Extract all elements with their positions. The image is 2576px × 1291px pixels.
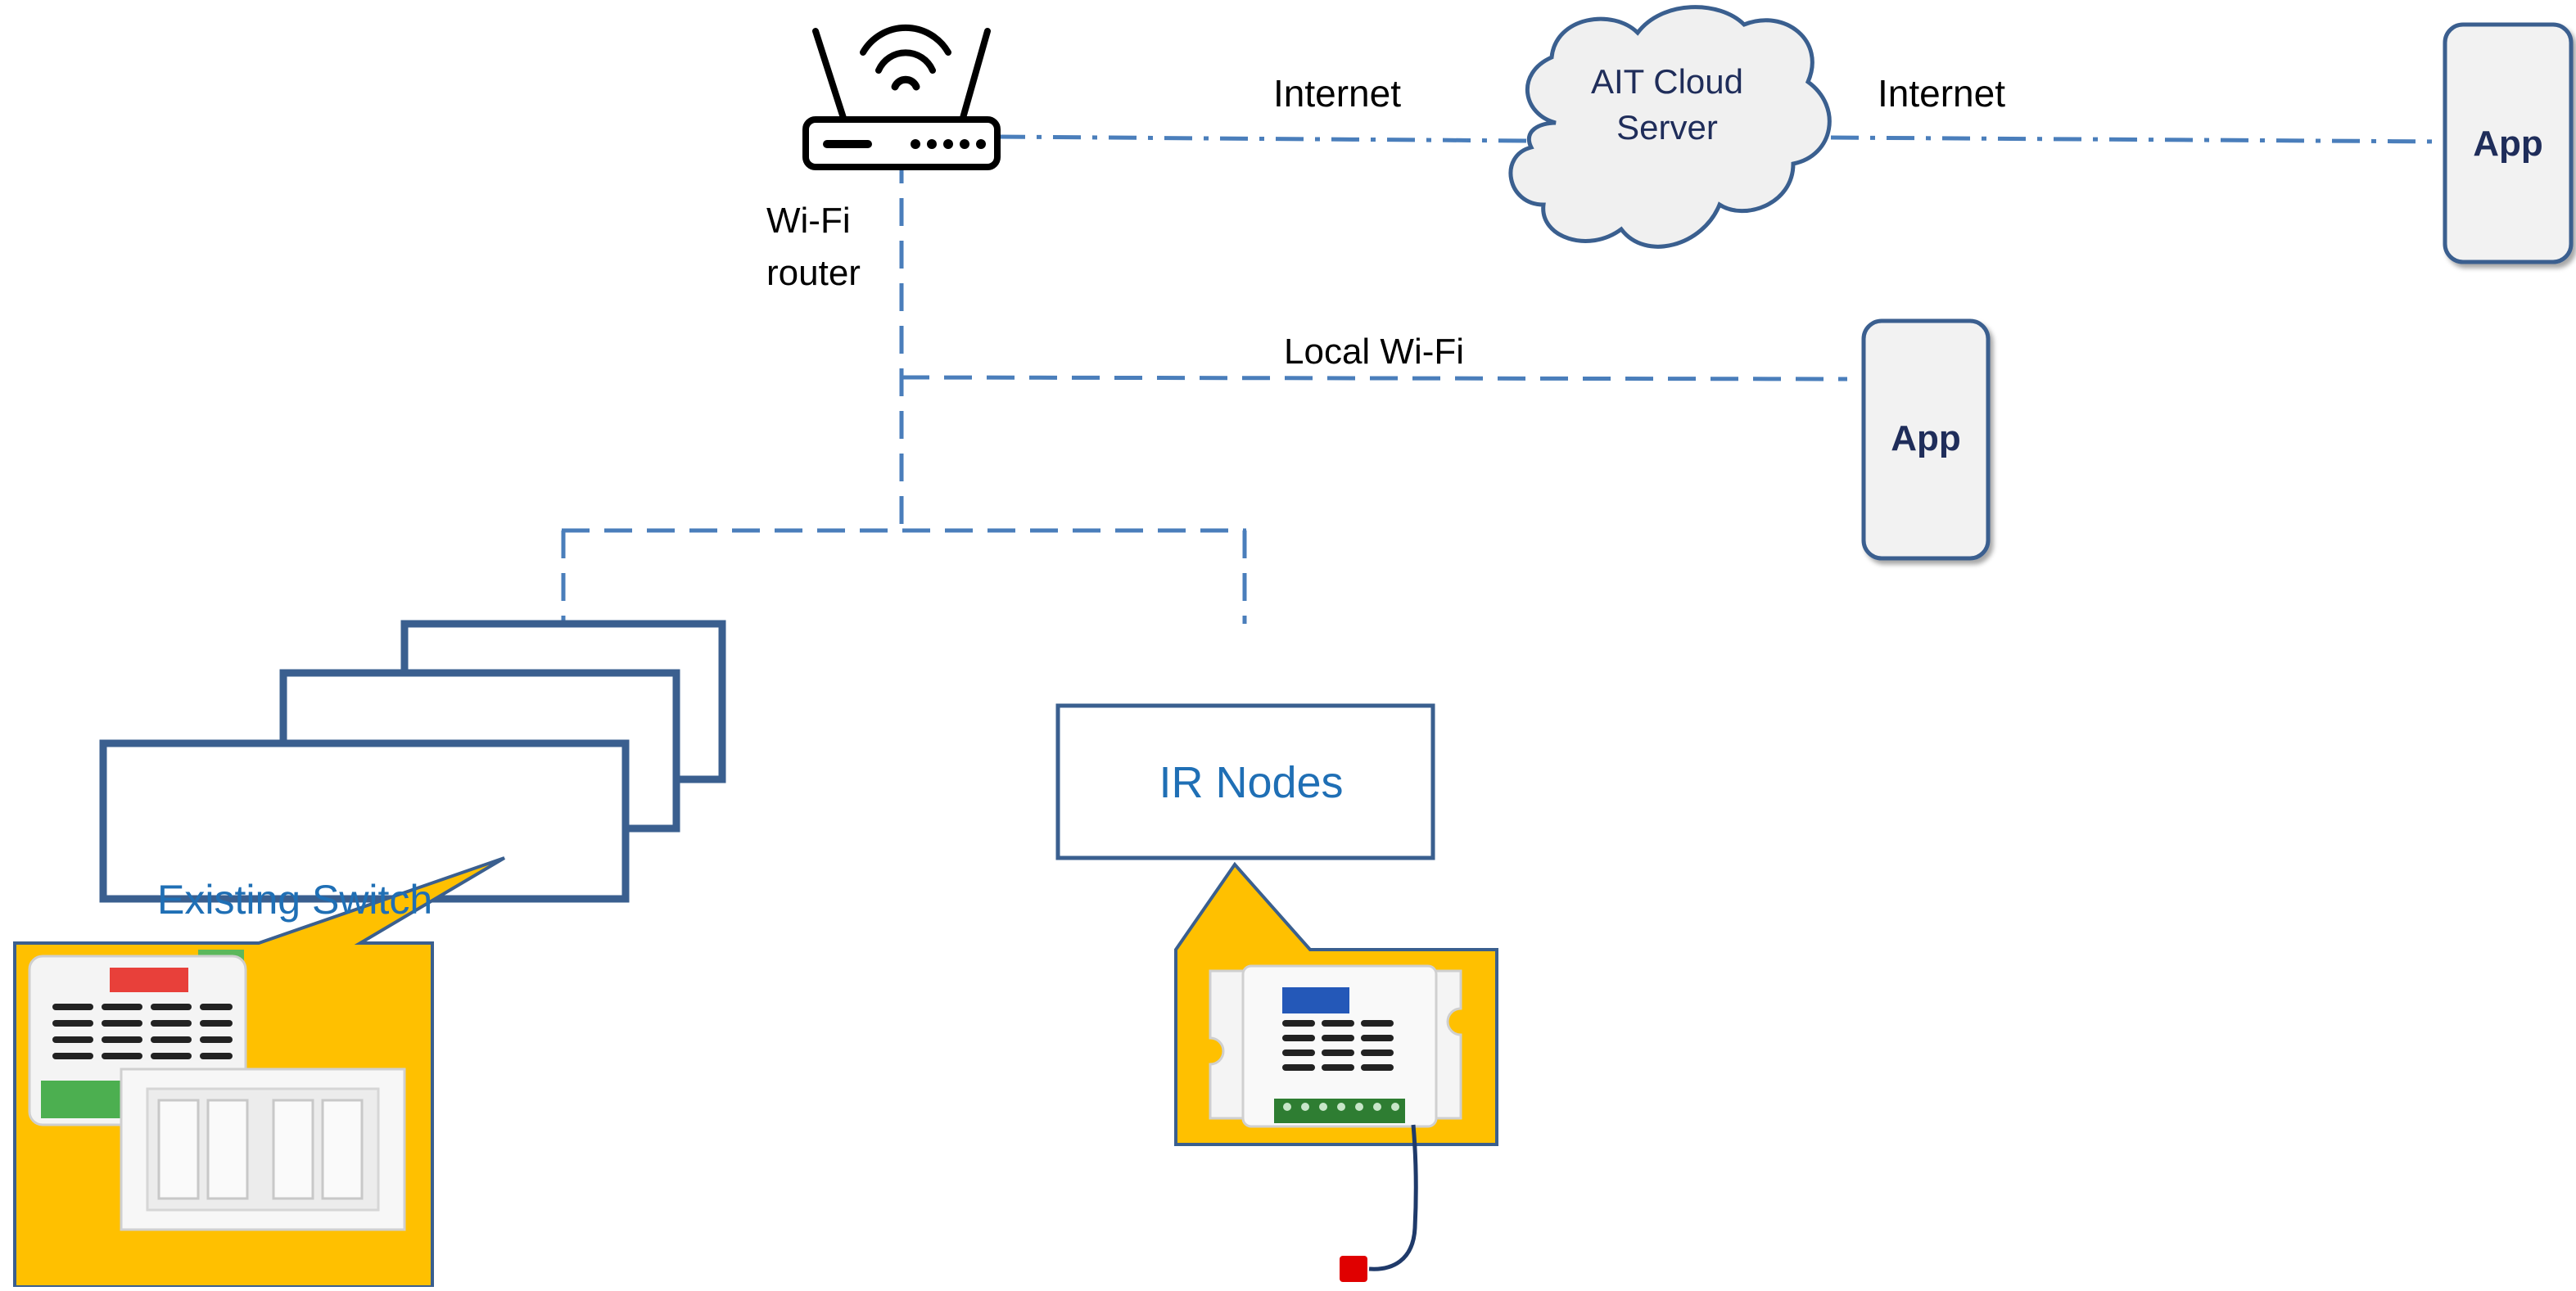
cloud-server-icon	[1508, 5, 1832, 249]
wifi-router-icon	[802, 24, 1001, 170]
existing-switch-callout	[13, 856, 506, 1289]
local-wifi-label: Local Wi-Fi	[1284, 332, 1464, 372]
internet-label-right: Internet	[1878, 72, 2005, 115]
app-local-label: App	[1891, 418, 1961, 458]
router-label-line2: router	[766, 253, 861, 293]
connection-lines	[561, 134, 2446, 624]
cloud-label-line2: Server	[1616, 108, 1718, 147]
existing-switch-stack	[99, 620, 726, 903]
local-wifi-link	[901, 375, 1848, 381]
app-remote-label: App	[2473, 124, 2543, 164]
cloud-label-line1: AIT Cloud	[1591, 62, 1743, 101]
ir-node-module-icon	[1209, 964, 1462, 1128]
wall-switch-plate-icon	[120, 1068, 406, 1231]
existing-switch-label: Existing Switch	[157, 877, 432, 923]
ir-nodes-callout	[1174, 861, 1498, 1146]
ir-emitter-icon	[1340, 1124, 1418, 1282]
ir-nodes-box	[1055, 703, 1435, 860]
app-local-device[interactable]	[1861, 318, 1991, 561]
app-remote-device[interactable]	[2443, 22, 2574, 264]
switch-box-front	[99, 739, 630, 903]
internet-label-left: Internet	[1273, 72, 1401, 115]
router-label-line1: Wi-Fi	[766, 201, 851, 241]
internet-link-router-cloud	[997, 134, 1530, 143]
ir-nodes-label: IR Nodes	[1159, 758, 1343, 807]
internet-link-cloud-app	[1830, 135, 2446, 144]
